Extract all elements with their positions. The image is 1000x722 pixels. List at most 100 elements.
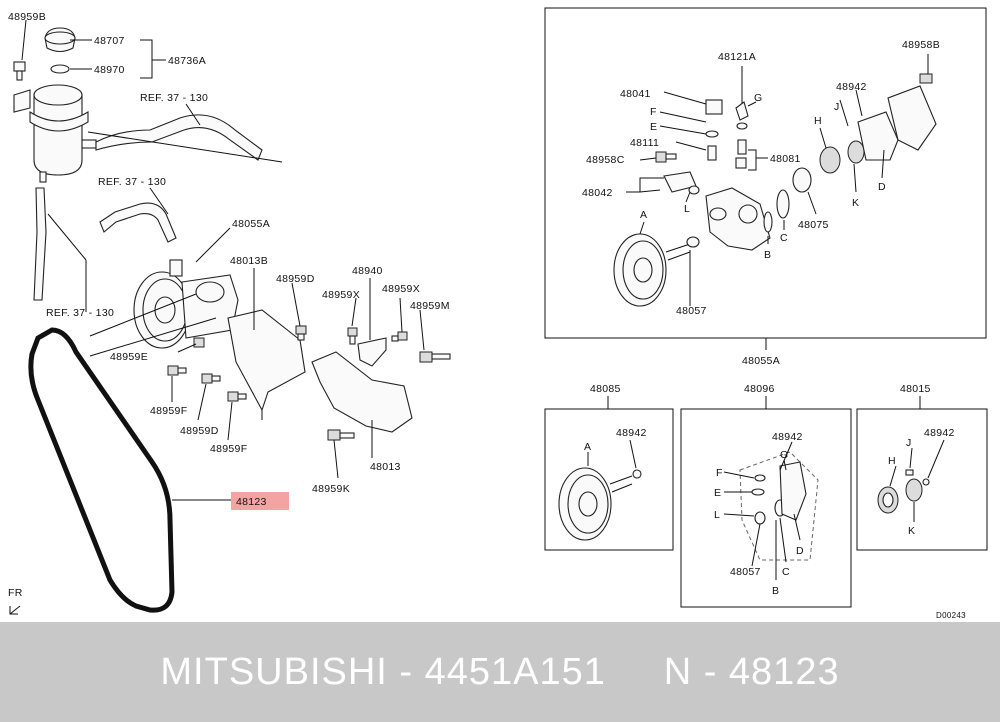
gasket-D bbox=[857, 111, 899, 161]
label-48013B: 48013B bbox=[230, 255, 268, 267]
label-48736A: 48736A bbox=[168, 55, 206, 67]
label-48970: 48970 bbox=[94, 64, 125, 76]
label-48111: 48111 bbox=[630, 137, 659, 149]
label-48959D-b: 48959D bbox=[180, 425, 219, 437]
label-kit2-48942: 48942 bbox=[772, 431, 803, 443]
label-F: F bbox=[650, 106, 657, 118]
label-48959E: 48959E bbox=[110, 351, 148, 363]
label-kit3-J: J bbox=[906, 437, 912, 449]
label-48940: 48940 bbox=[352, 265, 383, 277]
leaders-left bbox=[21, 19, 425, 501]
kit-box-48015 bbox=[856, 408, 988, 551]
label-A: A bbox=[640, 209, 647, 221]
kit-48096-gaskets bbox=[739, 451, 819, 561]
label-kit2-E: E bbox=[714, 487, 721, 499]
label-ref-mid: REF. 37 - 130 bbox=[98, 176, 166, 188]
label-D: D bbox=[878, 181, 886, 193]
label-kit2-C: C bbox=[782, 566, 790, 578]
label-H: H bbox=[814, 115, 822, 127]
bolt-48959B bbox=[13, 61, 26, 81]
hose-lower bbox=[33, 187, 47, 301]
reservoir-cap bbox=[44, 27, 76, 53]
label-kit2-G: G bbox=[780, 449, 788, 461]
label-48958B: 48958B bbox=[902, 39, 940, 51]
exploded-view-box bbox=[544, 7, 987, 339]
pump-pulley-exploded bbox=[613, 233, 700, 307]
kit-48085-pulley bbox=[558, 467, 642, 541]
label-48959X-a: 48959X bbox=[322, 289, 360, 301]
drawing-code: D00243 bbox=[936, 611, 966, 620]
parts-diagram: 48959B 48707 48970 48736A REF. 37 - 130 … bbox=[8, 7, 988, 620]
label-kit-48096: 48096 bbox=[744, 383, 775, 395]
rotor-K bbox=[847, 140, 865, 164]
label-C: C bbox=[780, 232, 788, 244]
label-ref-upper: REF. 37 - 130 bbox=[140, 92, 208, 104]
label-kit3-K: K bbox=[908, 525, 915, 537]
hose-mid bbox=[99, 202, 177, 243]
cam-ring-H bbox=[819, 146, 841, 174]
label-48055A-left: 48055A bbox=[232, 218, 270, 230]
bracket-48013B bbox=[227, 309, 306, 412]
highlight-48123 bbox=[231, 492, 289, 510]
label-kit2-48057: 48057 bbox=[730, 566, 761, 578]
part-number-banner: MITSUBISHI - 4451A151 N - 48123 bbox=[0, 622, 1000, 722]
label-48959K: 48959K bbox=[312, 483, 350, 495]
kit-box-48085 bbox=[544, 408, 674, 551]
label-kit2-F: F bbox=[716, 467, 723, 479]
valve-stack bbox=[705, 99, 749, 169]
ring-L bbox=[688, 185, 700, 195]
bolt-48959E bbox=[193, 337, 205, 348]
hose-upper bbox=[95, 114, 263, 161]
label-48958C: 48958C bbox=[586, 154, 625, 166]
label-kit-48015: 48015 bbox=[900, 383, 931, 395]
bolt-48959D-b bbox=[201, 373, 221, 384]
drive-belt-48123 bbox=[28, 327, 175, 613]
label-48959X-b: 48959X bbox=[382, 283, 420, 295]
leaders-exploded bbox=[626, 54, 929, 306]
label-kit1-48942: 48942 bbox=[616, 427, 647, 439]
label-fr: FR bbox=[8, 587, 23, 599]
label-48959F-a: 48959F bbox=[150, 405, 187, 417]
label-J: J bbox=[834, 101, 840, 113]
label-48121A: 48121A bbox=[718, 51, 756, 63]
label-48123: 48123 bbox=[236, 496, 267, 508]
bracket-48940 bbox=[357, 337, 387, 367]
label-48057-exploded: 48057 bbox=[676, 305, 707, 317]
reservoir-tank bbox=[13, 84, 97, 183]
label-48075: 48075 bbox=[798, 219, 829, 231]
pump-assembly-left bbox=[133, 259, 239, 349]
label-K: K bbox=[852, 197, 859, 209]
label-48959B: 48959B bbox=[8, 11, 46, 23]
label-kit2-L: L bbox=[714, 509, 720, 521]
bolt-48958C bbox=[655, 151, 677, 163]
label-kit3-48942: 48942 bbox=[924, 427, 955, 439]
label-kit1-A: A bbox=[584, 441, 591, 453]
label-E: E bbox=[650, 121, 657, 133]
part-number-text: MITSUBISHI - 4451A151 N - 48123 bbox=[160, 650, 840, 693]
label-48942: 48942 bbox=[836, 81, 867, 93]
label-L: L bbox=[684, 203, 690, 215]
bolt-48959F-b bbox=[227, 391, 247, 402]
front-arrow-icon bbox=[9, 605, 21, 615]
ring-48075 bbox=[792, 167, 812, 193]
label-ref-lower: REF. 37 - 130 bbox=[46, 307, 114, 319]
kit-48015-parts bbox=[877, 469, 930, 514]
bracket-48013 bbox=[311, 351, 413, 433]
bolt-48959M bbox=[419, 351, 451, 363]
label-48081: 48081 bbox=[770, 153, 801, 165]
label-48055A-box: 48055A bbox=[742, 355, 780, 367]
label-48042: 48042 bbox=[582, 187, 613, 199]
bolt-48959K bbox=[327, 429, 355, 441]
o-ring-48970 bbox=[50, 64, 70, 74]
kit-48096-leaders bbox=[723, 441, 801, 580]
label-48707: 48707 bbox=[94, 35, 125, 47]
bolt-48959F-a bbox=[167, 365, 187, 376]
bolt-48959D-a bbox=[295, 325, 307, 341]
label-G: G bbox=[754, 92, 762, 104]
bolt-48959X-b bbox=[391, 331, 408, 342]
kit-box-48096 bbox=[680, 408, 852, 608]
label-48041: 48041 bbox=[620, 88, 651, 100]
cover-plate bbox=[887, 85, 937, 151]
pump-body-exploded bbox=[705, 187, 771, 251]
kit-48015-leaders bbox=[889, 439, 945, 522]
